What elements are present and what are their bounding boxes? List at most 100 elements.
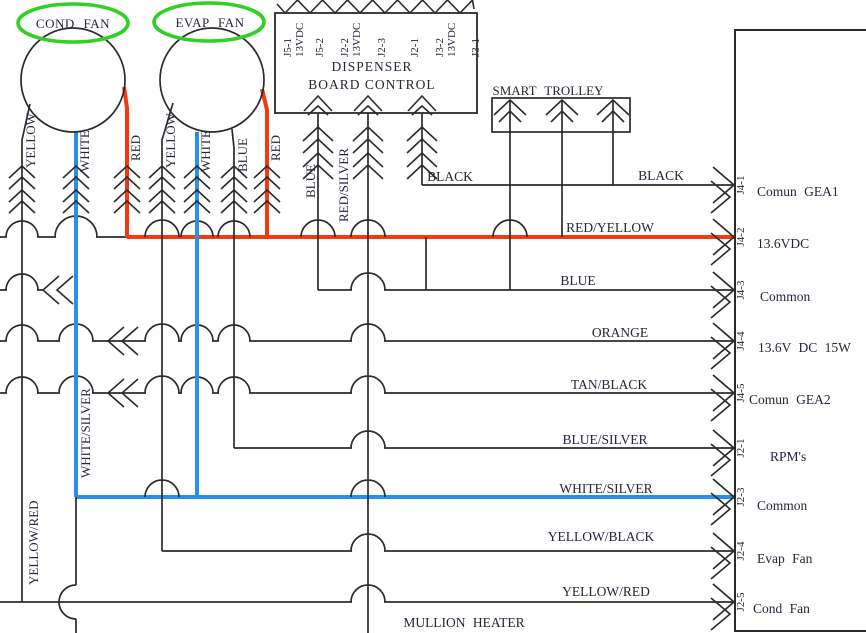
connector-chevron-icon [8,188,36,203]
connector-function-label: Common [757,498,808,513]
connector-chevron-icon [62,188,90,203]
wire-color-label: RED/SILVER [336,148,351,222]
connector-chevron-icon [220,188,248,203]
connector-chevron-icon [406,125,438,142]
connector-chevron-icon [302,125,334,142]
connector-chevron-icon [407,94,437,112]
connector-chevron-icon [183,164,211,179]
inline-plug-arrow-icon [120,326,139,356]
wire-color-label: YELLOW/RED [562,584,650,599]
wire-color-label: ORANGE [592,325,648,340]
connector-chevron-icon [493,98,527,116]
connector-chevron-icon [406,137,438,154]
connector-chevron-icon [8,199,36,214]
connector-chevron-icon [220,199,248,214]
board-pin-label: 13VDC [351,23,363,57]
connector-chevron-icon [253,199,281,214]
connector-pin-label: J2-3 [735,487,747,506]
connector-function-label: RPM's [770,449,806,464]
connector-chevron-icon [411,104,433,116]
fan-highlight-ellipse [152,1,266,43]
connector-chevron-icon [352,125,384,142]
wire-color-label: BLUE [303,164,318,198]
connector-arrow-icon [712,166,736,204]
mullion-heater-label: MULLION HEATER [403,615,524,630]
fan-label: COND FAN [36,16,110,31]
connector-function-label: Common [760,289,811,304]
board-pin-label: J5-2 [314,38,326,57]
connector-arrow-icon [710,180,732,214]
wire-color-label: YELLOW [163,112,178,168]
connector-chevron-icon [220,164,248,179]
fan-label: EVAP FAN [175,15,244,30]
wire-color-label: WHITE/SILVER [559,481,652,496]
connector-chevron-icon [303,94,333,112]
connector-chevron-icon [302,151,334,168]
wire-color-label: BLUE [560,273,595,288]
dispenser-board-title: DISPENSER [331,59,412,74]
connector-pin-label: J4-5 [735,383,747,402]
connector-arrow-icon [710,232,732,266]
connector-chevron-icon [148,164,176,179]
board-pin-label: 13VDC [294,23,306,57]
connector-chevron-icon [62,175,90,190]
connector-chevron-icon [353,94,383,112]
connector-function-label: Comun GEA2 [749,392,831,407]
board-top-connector-zigzag [276,0,475,15]
connector-chevron-icon [148,175,176,190]
connector-chevron-icon [62,199,90,214]
wire-color-label: WHITE [198,130,213,172]
connector-arrow-icon [712,583,736,621]
connector-chevron-icon [113,188,141,203]
connector-pin-label: J4-3 [735,280,747,299]
connector-chevron-icon [183,188,211,203]
wire-color-label: TAN/BLACK [571,377,647,392]
wire-vertical [122,86,129,237]
wire-color-label: YELLOW/RED [26,501,41,585]
connector-function-label: 13.6VDC [757,236,809,251]
inline-plug-arrow-icon [106,326,125,356]
connector-chevron-icon [352,151,384,168]
connector-chevron-icon [220,175,248,190]
connector-function-label: Comun GEA1 [757,184,839,199]
connector-chevron-icon [307,104,329,116]
inline-plug-arrow-icon [106,378,125,408]
connector-chevron-icon [62,164,90,179]
connector-chevron-icon [357,104,379,116]
connector-chevron-icon [113,175,141,190]
board-pin-label: J2-2 [339,38,351,57]
connector-chevron-icon [8,175,36,190]
dispenser-board-title: BOARD CONTROL [308,77,435,92]
wire-hop-arc-vertical [58,584,77,620]
connector-arrow-icon [710,336,732,370]
connector-function-label: Evap Fan [757,551,813,566]
connector-arrow-icon [710,546,732,580]
connector-pin-label: J2-1 [735,439,747,458]
board-pin-label: J5-1 [282,38,294,57]
connector-arrow-icon [712,271,736,309]
wire-color-label: RED [128,135,143,161]
wire-color-label: RED [268,135,283,161]
connector-arrow-icon [710,388,732,422]
fan-motor-circle [159,27,265,133]
connector-function-label: Cond Fan [753,601,810,616]
connector-pin-label: J2-4 [735,541,747,560]
board-pin-label: J3-2 [434,38,446,57]
board-pin-label: J2-3 [376,38,388,57]
connector-arrow-icon [710,443,732,477]
connector-chevron-icon [183,175,211,190]
connector-chevron-icon [253,188,281,203]
wire-color-label: WHITE/SILVER [78,388,93,478]
inline-plug-arrow-icon [120,378,139,408]
connector-chevron-icon [148,199,176,214]
connector-arrow-icon [712,478,736,516]
fan-motor-circle [20,27,126,133]
connector-chevron-icon [406,151,438,168]
connector-chevron-icon [596,98,630,116]
connector-chevron-icon [253,164,281,179]
connector-pin-label: J4-4 [735,331,747,350]
wire-color-label: YELLOW [23,112,38,168]
wire-color-label: BLUE [235,138,250,172]
connector-arrow-icon [712,374,736,412]
